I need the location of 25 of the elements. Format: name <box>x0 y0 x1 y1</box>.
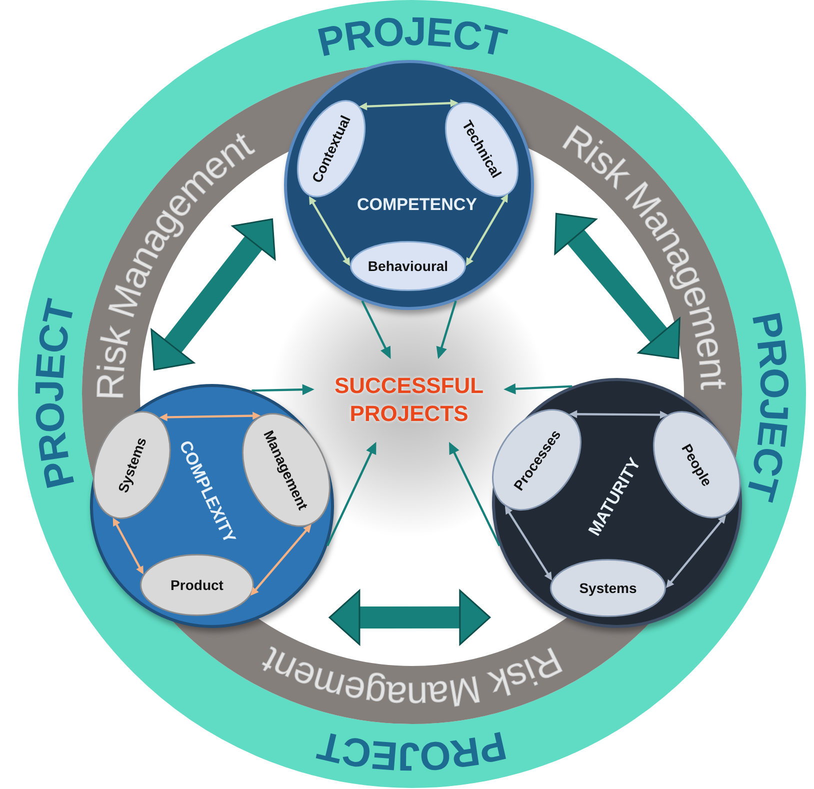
goal-label: SUCCESSFUL PROJECTS <box>333 372 485 428</box>
topic-label: Systems <box>579 580 637 596</box>
arrow <box>666 515 726 588</box>
ring-label: PROJECT <box>314 10 510 66</box>
arrow <box>569 410 668 419</box>
arrow <box>466 194 508 266</box>
arrow <box>112 518 144 574</box>
arrow <box>504 506 552 580</box>
topic-label: Behavioural <box>368 258 448 274</box>
arrow <box>436 300 457 359</box>
double-arrow <box>150 218 276 370</box>
arrow <box>326 442 376 546</box>
arrow <box>250 524 312 596</box>
arrow <box>252 384 314 396</box>
outer-ring <box>18 0 806 788</box>
topic-label: Product <box>170 577 224 593</box>
arrow <box>361 300 391 359</box>
arrow <box>308 196 350 266</box>
arrow <box>504 383 572 394</box>
arrow <box>159 412 261 422</box>
arrow <box>449 442 500 546</box>
arrow <box>359 99 458 110</box>
double-arrow <box>328 590 491 646</box>
theme-label: COMPETENCY <box>357 195 477 215</box>
ring-label: PROJECT <box>314 722 510 778</box>
